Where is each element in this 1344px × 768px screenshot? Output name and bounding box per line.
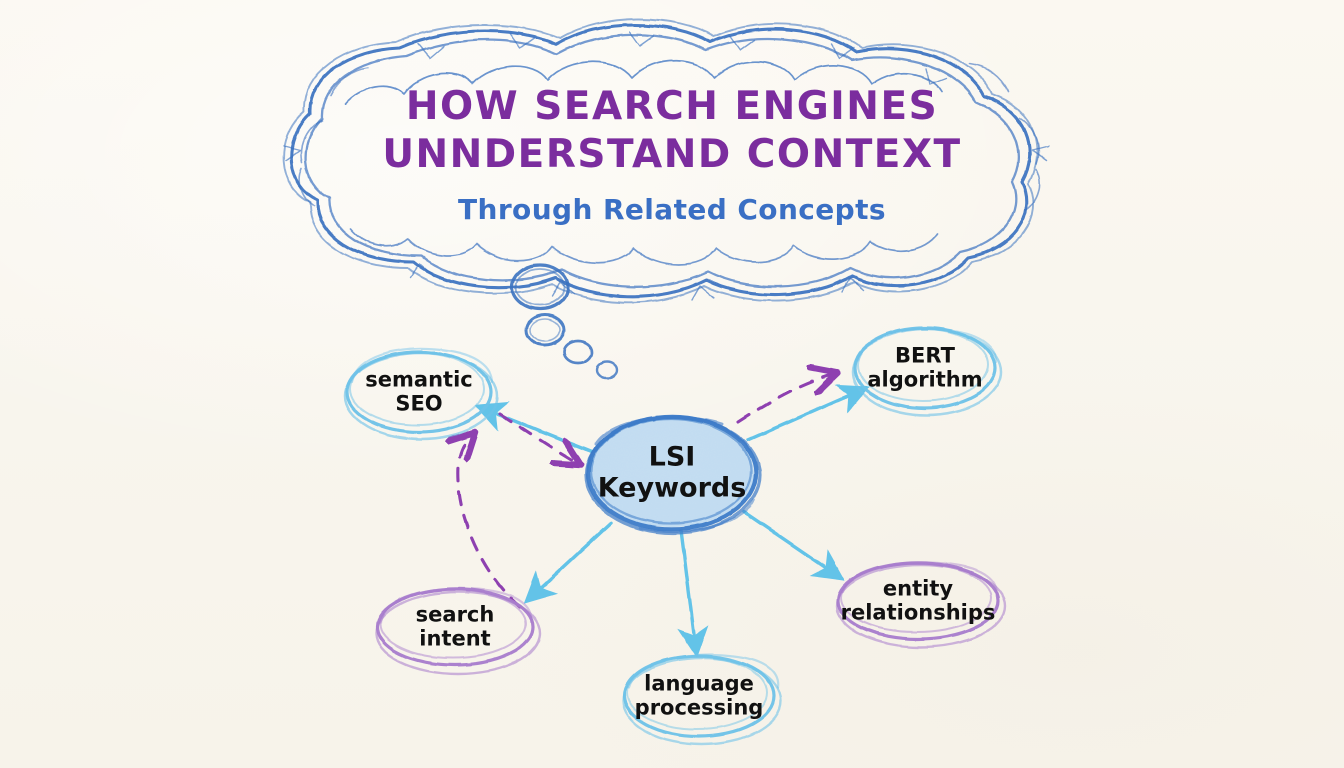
dashed-arrow-search-intent-to-semantic-seo: [458, 438, 522, 609]
page-title-line-2: UNNDERSTAND CONTEXT: [382, 132, 962, 177]
page-title-line-1: HOW SEARCH ENGINES: [405, 84, 939, 129]
arrow-center-to-semantic-seo: [474, 401, 594, 454]
node-label-semantic-seo: semantic SEO: [365, 367, 473, 416]
node-label-language-processing: language processing: [634, 671, 764, 720]
trail-bubble-4: [595, 360, 619, 380]
arrow-center-to-entity-relationships: [742, 510, 846, 581]
arrow-center-to-language-processing: [677, 528, 709, 659]
arrow-center-to-bert-algorithm: [746, 384, 870, 442]
trail-bubble-3: [562, 339, 594, 365]
node-label-entity-relationships: entity relationships: [840, 576, 996, 625]
node-label-lsi-keywords: LSI Keywords: [597, 441, 747, 504]
node-label-bert-algorithm: BERT algorithm: [867, 343, 983, 392]
page-subtitle: Through Related Concepts: [458, 193, 886, 226]
dashed-arrow-semantic-seo-to-center: [498, 412, 574, 461]
dashed-arrow-center-to-bert: [736, 375, 830, 424]
node-label-search-intent: search intent: [415, 602, 495, 651]
arrow-center-to-search-intent: [523, 521, 613, 604]
